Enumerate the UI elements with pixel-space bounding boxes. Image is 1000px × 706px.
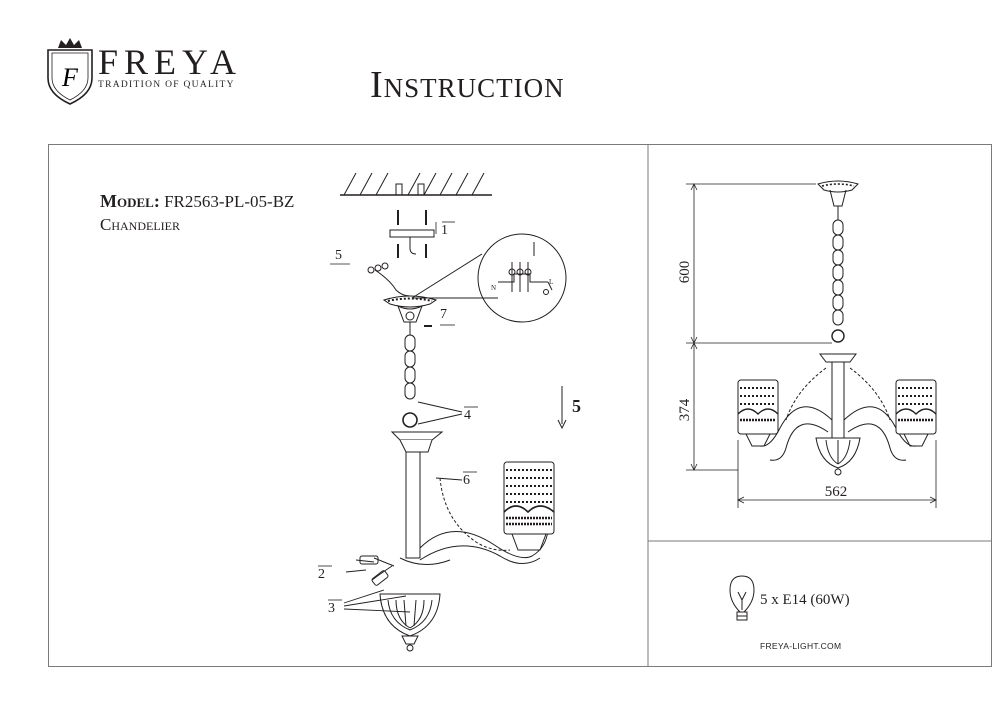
ceiling-hatch — [340, 172, 492, 196]
wire-label-l: L — [549, 278, 553, 286]
brand-name: FREYA — [98, 42, 243, 82]
canopy — [367, 262, 438, 327]
callout-2: 2 — [318, 567, 325, 582]
bulb-icon — [729, 575, 755, 621]
brand-tagline: TRADITION OF QUALITY — [98, 80, 235, 90]
wiring-detail — [411, 233, 567, 323]
callouts: 1 2 3 4 5 6 7 5 N L — [318, 221, 581, 616]
bulb-spec: 5 x E14 (60W) — [760, 592, 850, 608]
callout-5: 5 — [335, 248, 342, 263]
chain — [402, 322, 418, 428]
panel-dividers — [647, 144, 992, 667]
crest-icon: F — [47, 38, 93, 105]
bulb-holder — [355, 555, 395, 586]
wire-label-n: N — [491, 284, 496, 292]
dimension-width: 562 — [825, 484, 848, 500]
website-link[interactable]: FREYA-LIGHT.COM — [760, 641, 842, 651]
dimension-height-top: 600 — [677, 261, 693, 284]
model-code: FR2563-PL-05-BZ — [164, 192, 295, 211]
model-label: Model: — [100, 191, 160, 211]
callout-4: 4 — [464, 408, 471, 423]
dimension-drawing — [686, 180, 937, 508]
assembly-drawing — [340, 172, 567, 652]
callout-6: 6 — [463, 473, 470, 488]
model-line: Model: FR2563-PL-05-BZ — [100, 192, 294, 210]
callout-1: 1 — [441, 223, 448, 238]
shade — [503, 461, 555, 551]
chandelier-body — [379, 431, 451, 652]
dimension-lines — [686, 183, 937, 508]
callout-7: 7 — [440, 307, 447, 322]
brand-logo: F — [40, 36, 260, 106]
bulb-count-callout: 5 — [572, 396, 581, 416]
page-title: Instruction — [370, 64, 565, 106]
model-type: Chandelier — [100, 215, 180, 234]
leader-lines — [343, 401, 463, 613]
callout-3: 3 — [328, 601, 335, 616]
dimension-labels: 600 374 562 — [677, 261, 847, 500]
logo-letter: F — [61, 63, 79, 92]
content-frame — [48, 144, 992, 667]
mounting-bracket — [389, 210, 437, 258]
direction-arrow — [557, 386, 567, 430]
arm — [419, 477, 549, 564]
dimension-height-bottom: 374 — [677, 398, 693, 421]
